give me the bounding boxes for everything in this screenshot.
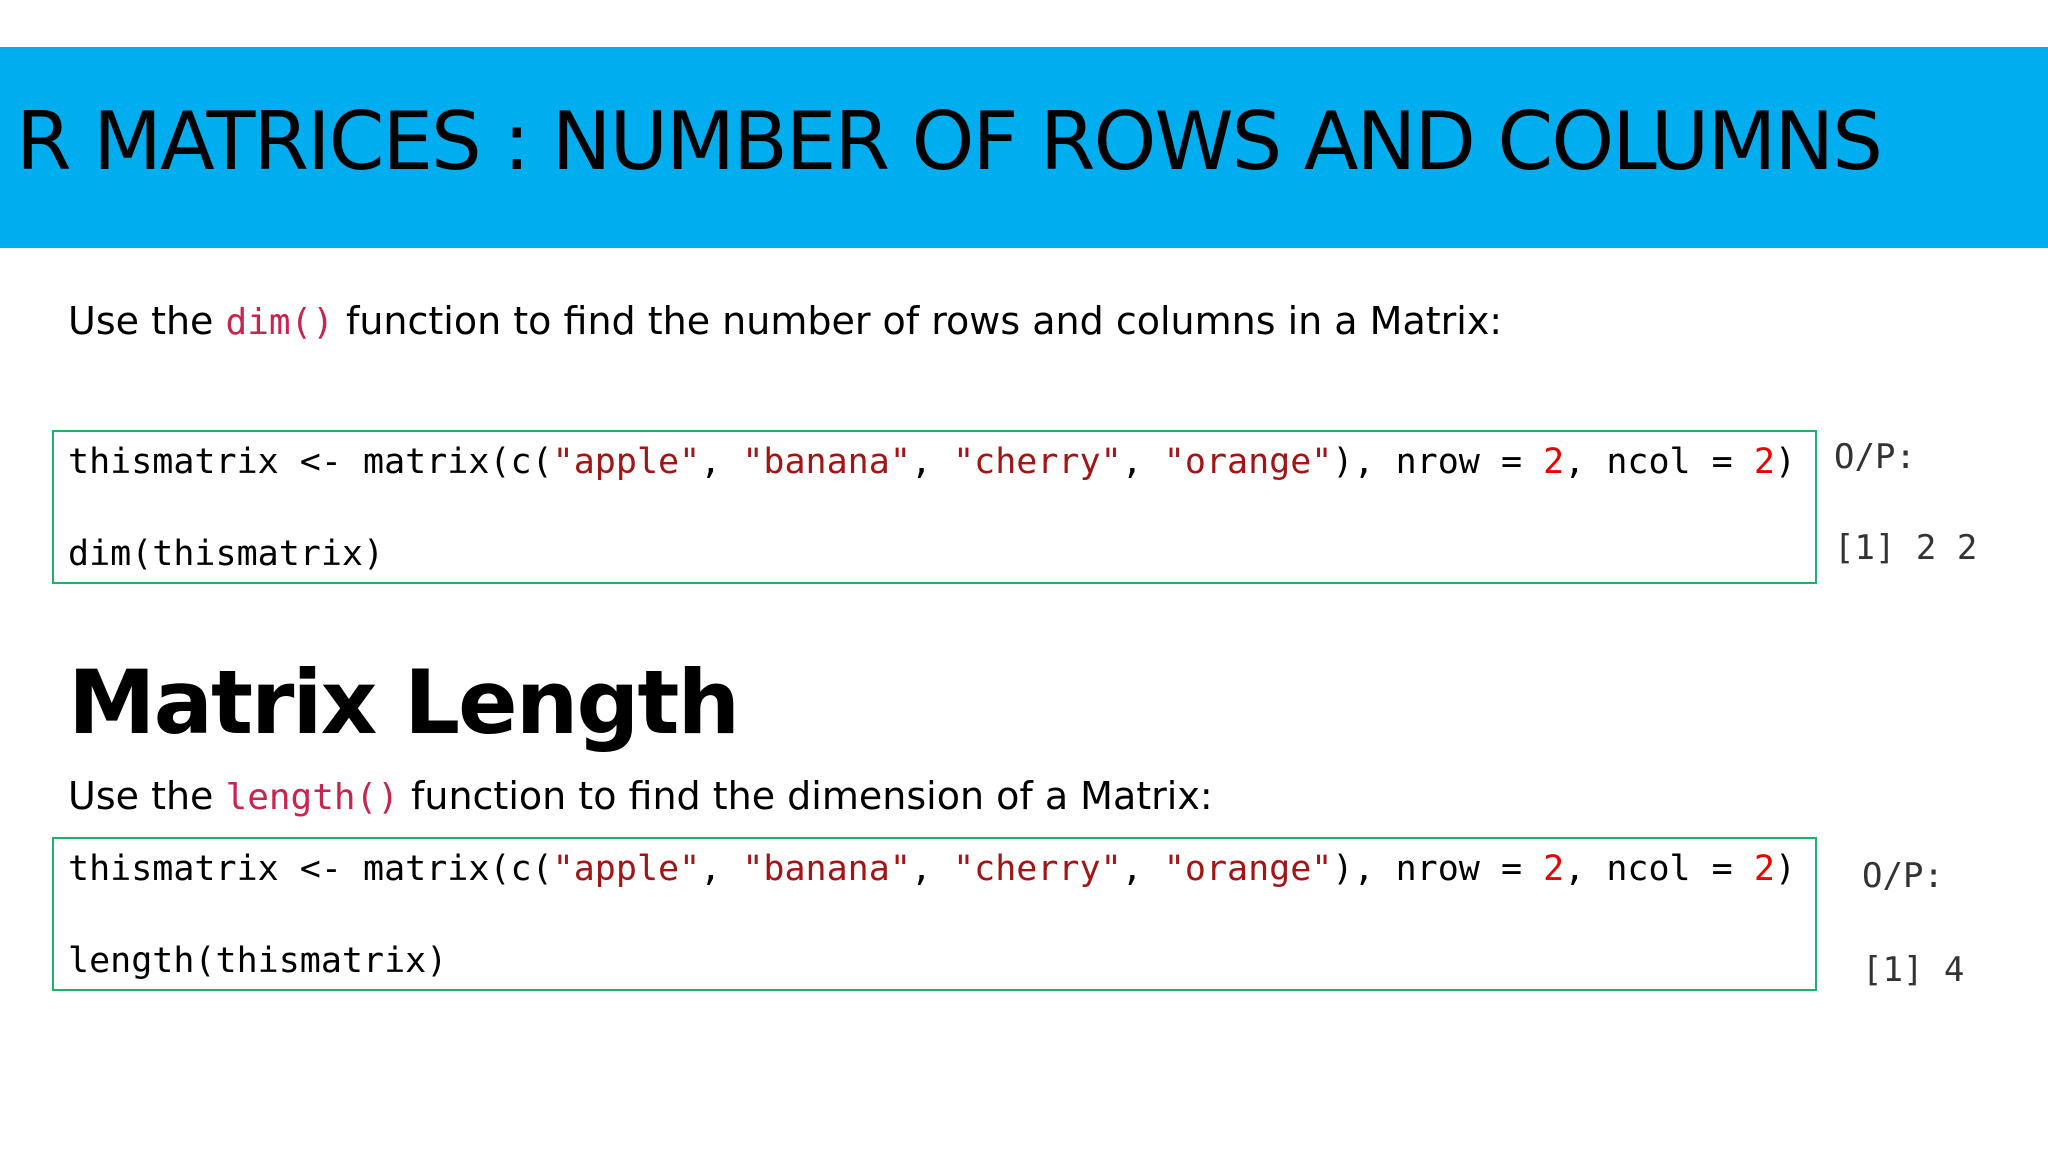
- dim-code-line-2: dim(thismatrix): [68, 534, 385, 574]
- code-string: "cherry": [953, 442, 1122, 482]
- length-output-label: O/P:: [1862, 856, 1944, 896]
- code-text: thismatrix <- matrix(c(: [68, 849, 553, 889]
- length-output-value: [1] 4: [1862, 950, 1965, 990]
- code-string: "banana": [742, 849, 911, 889]
- dim-intro-before: Use the: [68, 299, 226, 343]
- code-text: ): [1774, 849, 1796, 889]
- dim-output-value: [1] 2 2: [1834, 528, 1978, 568]
- code-text: , ncol =: [1564, 442, 1754, 482]
- code-number: 2: [1753, 849, 1775, 889]
- code-text: ), nrow =: [1332, 849, 1544, 889]
- matrix-length-heading: Matrix Length: [68, 651, 740, 754]
- page-title: R MATRICES : NUMBER OF ROWS AND COLUMNS: [16, 95, 1883, 188]
- code-text: ,: [1121, 442, 1164, 482]
- code-number: 2: [1543, 442, 1565, 482]
- code-string: "orange": [1163, 849, 1333, 889]
- code-string: "apple": [552, 849, 701, 889]
- code-text: thismatrix <- matrix(c(: [68, 442, 553, 482]
- dim-code-block: thismatrix <- matrix(c("apple", "banana"…: [52, 430, 1817, 584]
- length-code-line-2: length(thismatrix): [68, 941, 448, 981]
- code-string: "apple": [552, 442, 701, 482]
- code-number: 2: [1753, 442, 1775, 482]
- code-text: ,: [1121, 849, 1164, 889]
- code-text: ,: [910, 442, 954, 482]
- length-inline-code: length(): [225, 777, 399, 818]
- code-text: ,: [910, 849, 954, 889]
- code-text: ): [1774, 442, 1796, 482]
- code-text: ), nrow =: [1332, 442, 1544, 482]
- code-text: ,: [700, 849, 743, 889]
- length-code-line-1: thismatrix <- matrix(c("apple", "banana"…: [68, 847, 1796, 891]
- length-code-block: thismatrix <- matrix(c("apple", "banana"…: [52, 837, 1817, 991]
- code-text: , ncol =: [1564, 849, 1754, 889]
- length-intro-text: Use the length() function to find the di…: [68, 772, 1213, 822]
- dim-intro-after: function to find the number of rows and …: [333, 299, 1503, 343]
- code-string: "banana": [742, 442, 911, 482]
- dim-inline-code: dim(): [225, 302, 334, 343]
- dim-output-label: O/P:: [1834, 437, 1916, 477]
- code-text: ,: [700, 442, 743, 482]
- dim-code-line-1: thismatrix <- matrix(c("apple", "banana"…: [68, 440, 1796, 484]
- code-string: "orange": [1163, 442, 1333, 482]
- code-string: "cherry": [953, 849, 1122, 889]
- code-number: 2: [1543, 849, 1565, 889]
- length-intro-before: Use the: [68, 774, 226, 818]
- title-band: [0, 47, 2048, 248]
- length-intro-after: function to find the dimension of a Matr…: [398, 774, 1213, 818]
- dim-intro-text: Use the dim() function to find the numbe…: [68, 297, 1502, 347]
